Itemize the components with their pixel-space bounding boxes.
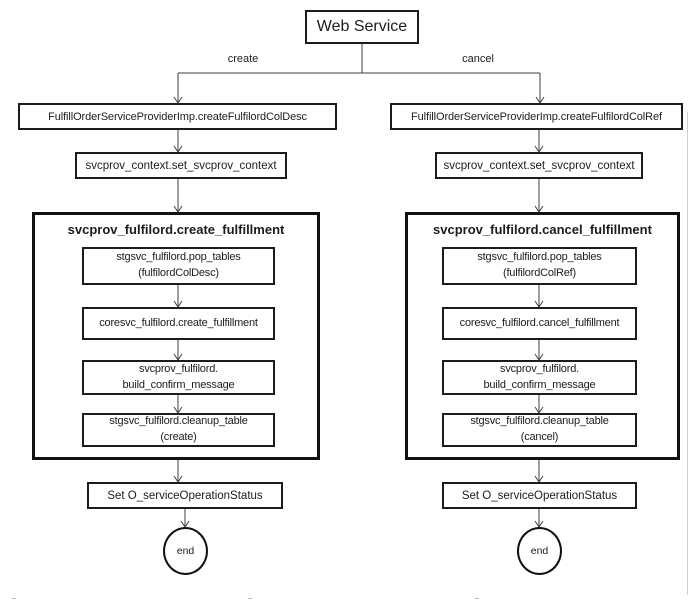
step-line: build_confirm_message (122, 378, 235, 391)
step-pop-tables-create: stgsvc_fulfilord.pop_tables (fulfilordCo… (82, 247, 275, 285)
step-cleanup-cancel: stgsvc_fulfilord.cleanup_table (cancel) (442, 413, 637, 447)
faint-bottom-dash (475, 598, 479, 599)
step-line: (create) (160, 431, 197, 443)
end-node-create: end (163, 527, 208, 575)
context-box-cancel: svcprov_context.set_svcprov_context (435, 152, 643, 179)
web-service-box: Web Service (305, 10, 419, 44)
faint-bottom-dash (12, 598, 16, 599)
step-build-confirm-cancel: svcprov_fulfilord. build_confirm_message (442, 360, 637, 395)
step-line: coresvc_fulfilord.cancel_fulfillment (459, 316, 620, 329)
faint-right-border (687, 112, 688, 595)
step-pop-tables-cancel: stgsvc_fulfilord.pop_tables (fulfilordCo… (442, 247, 637, 285)
end-node-cancel: end (517, 527, 562, 575)
step-line: (fulfilordColRef) (502, 267, 576, 279)
step-line: svcprov_fulfilord. (139, 362, 218, 375)
step-cancel-fulfillment: coresvc_fulfilord.cancel_fulfillment (442, 307, 637, 340)
entry-box-cancel: FulfillOrderServiceProviderImp.createFul… (390, 103, 683, 130)
step-line: (cancel) (520, 431, 559, 443)
branch-label-cancel: cancel (462, 53, 494, 65)
group-container-cancel (405, 212, 680, 460)
context-box-create: svcprov_context.set_svcprov_context (75, 152, 287, 179)
step-line: stgsvc_fulfilord.pop_tables (116, 251, 241, 264)
group-title-cancel: svcprov_fulfilord.cancel_fulfillment (433, 222, 652, 237)
step-create-fulfillment: coresvc_fulfilord.create_fulfillment (82, 307, 275, 340)
step-line: stgsvc_fulfilord.cleanup_table (470, 415, 609, 428)
status-box-create: Set O_serviceOperationStatus (87, 482, 283, 509)
step-line: stgsvc_fulfilord.cleanup_table (109, 415, 248, 428)
faint-bottom-dash (248, 598, 252, 599)
step-line: coresvc_fulfilord.create_fulfillment (99, 316, 258, 329)
step-build-confirm-create: svcprov_fulfilord. build_confirm_message (82, 360, 275, 395)
step-line: (fulfilordColDesc) (138, 267, 219, 279)
step-line: svcprov_fulfilord. (500, 362, 579, 375)
group-container-create (32, 212, 320, 460)
group-title-create: svcprov_fulfilord.create_fulfillment (67, 222, 285, 237)
step-line: stgsvc_fulfilord.pop_tables (477, 251, 602, 264)
entry-box-create: FulfillOrderServiceProviderImp.createFul… (18, 103, 337, 130)
branch-label-create: create (227, 53, 259, 65)
status-box-cancel: Set O_serviceOperationStatus (442, 482, 637, 509)
step-cleanup-create: stgsvc_fulfilord.cleanup_table (create) (82, 413, 275, 447)
step-line: build_confirm_message (483, 378, 596, 391)
